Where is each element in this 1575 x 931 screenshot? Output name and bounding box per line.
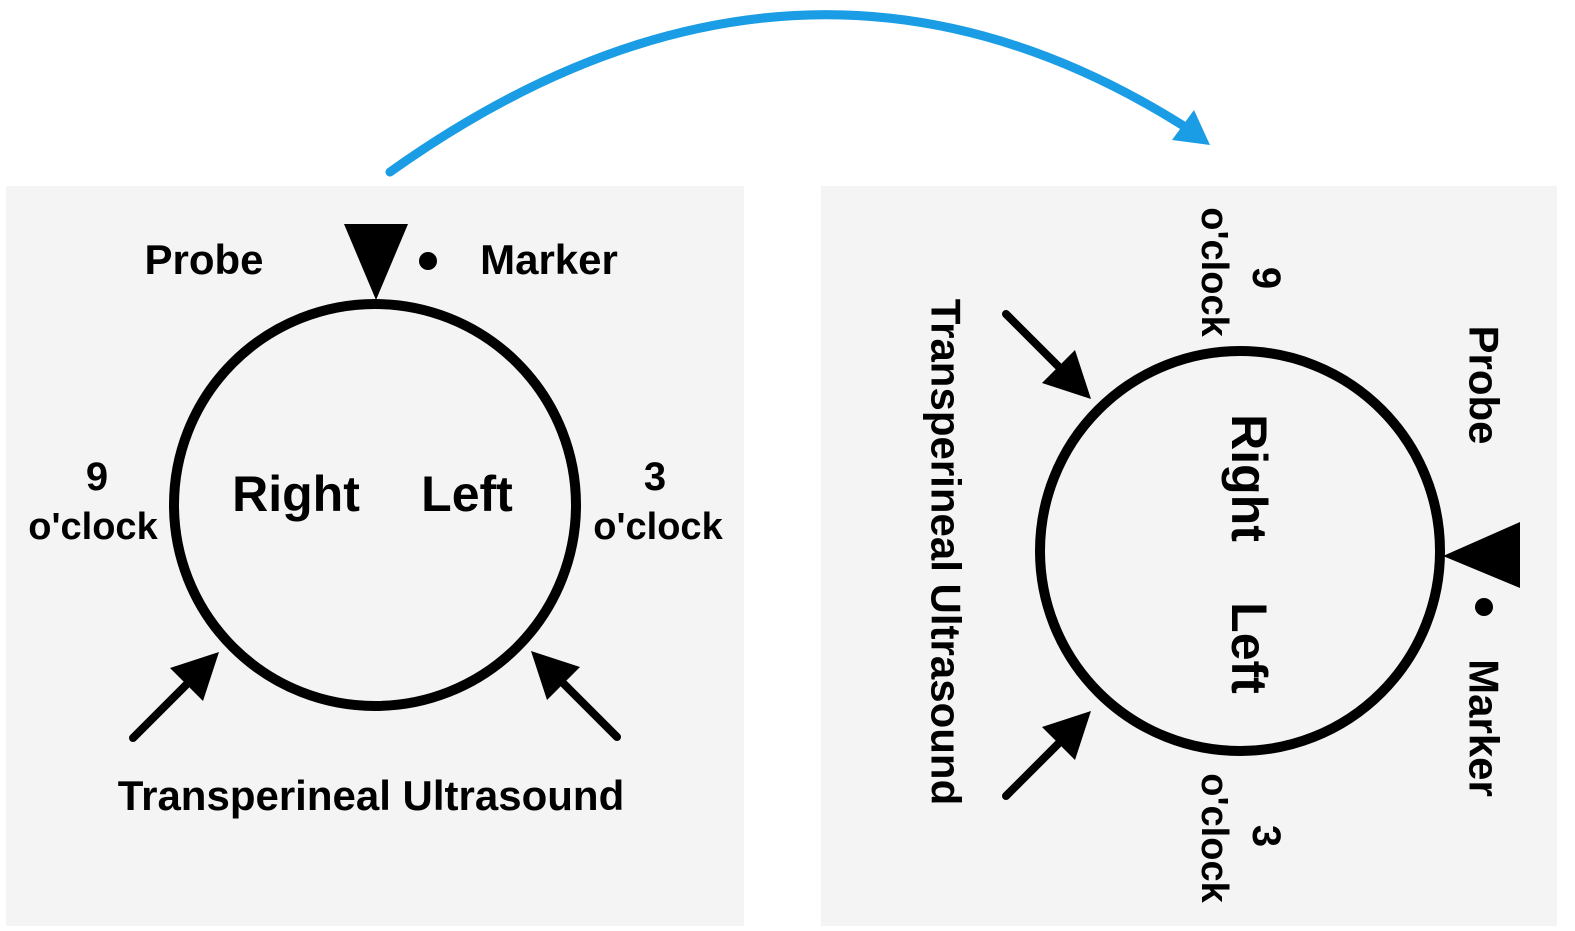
right-probe-marker-triangle-icon bbox=[1443, 522, 1520, 588]
left-anal-canal-circle bbox=[169, 299, 581, 711]
left-probe-label: Probe bbox=[144, 236, 263, 283]
left-marker-dot-icon bbox=[419, 252, 437, 270]
left-three-oclock-label: o'clock bbox=[593, 506, 723, 548]
right-orientation-view: Probe Marker Right Left 9 o'clock 3 o'cl… bbox=[923, 207, 1520, 904]
right-right-label: Right bbox=[1221, 414, 1277, 542]
left-caption: Transperineal Ultrasound bbox=[118, 772, 624, 819]
left-probe-marker-triangle-icon bbox=[344, 224, 408, 300]
right-three-oclock-label: o'clock bbox=[1193, 773, 1235, 903]
rotation-arrow-icon bbox=[385, 10, 1210, 177]
left-nine-oclock-label: o'clock bbox=[28, 506, 158, 548]
left-lower-left-arrow-icon bbox=[129, 652, 219, 742]
right-anal-canal-circle bbox=[1035, 346, 1445, 756]
left-right-label: Right bbox=[232, 466, 360, 522]
right-caption: Transperineal Ultrasound bbox=[923, 299, 970, 805]
right-panel bbox=[821, 186, 1557, 926]
right-marker-label: Marker bbox=[1461, 659, 1508, 797]
right-probe-label: Probe bbox=[1461, 325, 1508, 444]
right-nine-number: 9 bbox=[1244, 267, 1288, 289]
left-panel bbox=[6, 186, 744, 926]
left-marker-label: Marker bbox=[480, 236, 618, 283]
left-orientation-view: Probe Marker Right Left 9 o'clock 3 o'cl… bbox=[28, 224, 724, 819]
right-three-number: 3 bbox=[1244, 825, 1288, 847]
right-upper-arrow-icon bbox=[1002, 310, 1091, 399]
left-lower-right-arrow-icon bbox=[531, 651, 621, 741]
right-marker-dot-icon bbox=[1475, 598, 1493, 616]
left-left-label: Left bbox=[421, 466, 513, 522]
right-lower-arrow-icon bbox=[1002, 711, 1091, 800]
right-nine-oclock-label: o'clock bbox=[1193, 207, 1235, 337]
left-three-number: 3 bbox=[644, 455, 666, 499]
right-left-label: Left bbox=[1221, 602, 1277, 694]
left-nine-number: 9 bbox=[86, 455, 108, 499]
